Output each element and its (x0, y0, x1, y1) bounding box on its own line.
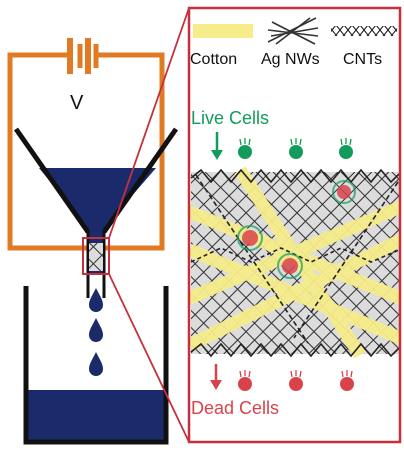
legend-cnts-label: CNTs (343, 51, 383, 68)
live-cell-icon (289, 138, 303, 159)
trapped-cell-icon (277, 253, 303, 279)
cnts-legend-icon (331, 26, 397, 36)
droplets (89, 288, 103, 376)
filter-cross-section (189, 166, 400, 359)
ag-nws-legend-icon (267, 17, 319, 45)
live-cells (238, 138, 353, 159)
dead-cells-label: Dead Cells (191, 398, 280, 418)
trapped-cells (237, 180, 356, 279)
legend-ag-nws-label: Ag NWs (261, 51, 320, 68)
droplet (89, 288, 103, 312)
dead-arrow-icon (210, 364, 222, 390)
filter-plug (82, 237, 110, 275)
zoom-panel-border (187, 6, 402, 444)
trapped-cell-icon (237, 225, 263, 251)
dead-cell-icon (340, 370, 354, 391)
dead-cells (238, 370, 354, 391)
trapped-cell-icon (332, 180, 356, 204)
live-arrow-icon (211, 132, 223, 160)
dead-cell-icon (289, 370, 303, 391)
cotton-legend-swatch (193, 24, 253, 38)
dead-cell-icon (238, 370, 252, 391)
legend-cotton-label: Cotton (190, 51, 238, 68)
voltage-label: V (70, 92, 84, 114)
droplet (89, 318, 103, 342)
battery-icon (67, 38, 99, 74)
zoom-panel (187, 6, 402, 444)
live-cell-icon (238, 138, 252, 159)
live-cell-icon (339, 138, 353, 159)
droplet (89, 352, 103, 376)
beaker (23, 286, 169, 445)
live-cells-label: Live Cells (191, 108, 270, 128)
zoom-lines (108, 7, 190, 443)
funnel (13, 127, 179, 298)
